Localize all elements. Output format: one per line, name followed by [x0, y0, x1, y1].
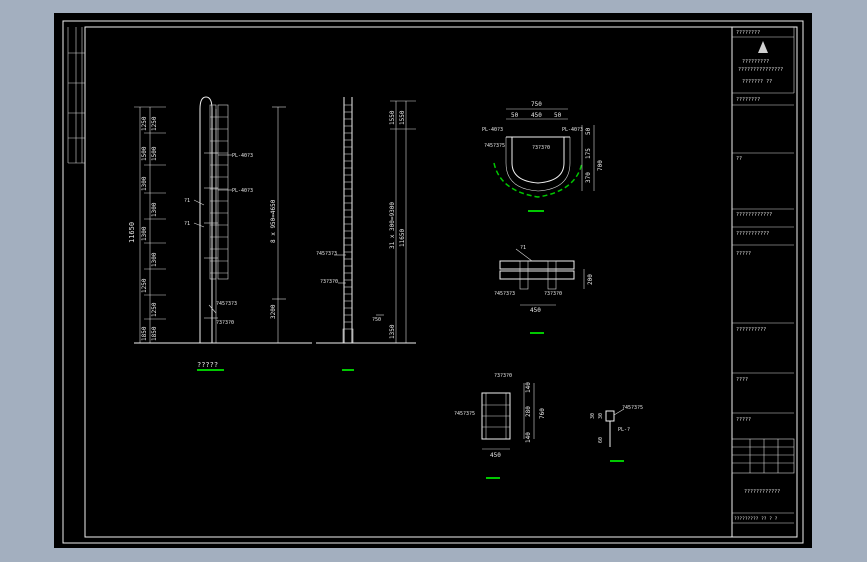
- tb-field-6: ??????????: [736, 327, 766, 333]
- section-anno-3: ?3?3?0: [544, 291, 562, 297]
- drawing-canvas: 11650 1250 1250 1500 1500 1300 1300 1300…: [62, 20, 804, 544]
- mid-dim-4: 1350: [389, 324, 396, 339]
- mid-anno-b: ?3?3?0: [320, 279, 338, 285]
- plan-anno-pl-2: PL-40?3: [562, 127, 583, 133]
- anno-pl-2: PL-40?3: [232, 188, 253, 194]
- tb-header: ????????: [736, 30, 760, 36]
- tb-company-1: ?????????: [742, 59, 769, 65]
- left-view-caption: ?????: [197, 361, 218, 369]
- cage-section: ?1 ?45?3?3 ?3?3?0 450 200: [494, 245, 594, 334]
- rung-dim-760: 760: [539, 408, 546, 419]
- plan-anno-pl-1: PL-40?3: [482, 127, 503, 133]
- tb-field-4: ???????????: [736, 231, 769, 237]
- plan-side-50: 50: [585, 127, 592, 135]
- section-anno-1: ?1: [520, 245, 526, 251]
- tb-field-3: ????????????: [736, 212, 772, 218]
- tb-drawing-no: ????????????: [744, 489, 780, 495]
- tb-grid: [731, 438, 795, 474]
- anno-1b: ?1: [184, 221, 190, 227]
- plan-dim-50a: 50: [511, 112, 519, 119]
- mid-dim-3: 11650: [399, 229, 406, 247]
- plan-anno-rod: ?45?3?5: [484, 143, 505, 149]
- dim-9: 1250: [141, 278, 148, 293]
- dim-10: 1250: [151, 302, 158, 317]
- dim-11: 1850: [141, 326, 148, 341]
- mid-dim-2: 1550: [399, 110, 406, 125]
- dim-5: 1300: [141, 176, 148, 191]
- plan-side-175: 175: [585, 148, 592, 159]
- dim-outer: 11650: [128, 222, 136, 243]
- rung-dim-140a: 140: [525, 382, 532, 393]
- dim-2: 1250: [151, 116, 158, 131]
- rung-detail: ?3?3?0 ?45?3?5 450 140 280 140 760: [454, 373, 546, 479]
- mid-dim-right: 31 x 300=9300: [389, 202, 396, 249]
- dim-12: 1850: [151, 326, 158, 341]
- mid-view: ?45?3?3 ?3?3?0 1550 1550 31 x 300=9300 1…: [316, 97, 416, 371]
- section-dim-200: 200: [587, 274, 594, 285]
- anno-1a: ?1: [184, 198, 190, 204]
- mid-anno-a: ?45?3?3: [316, 251, 337, 257]
- rung-dim-450: 450: [490, 452, 501, 459]
- section-dim-450: 450: [530, 307, 541, 314]
- cad-viewport[interactable]: 11650 1250 1250 1500 1500 1300 1300 1300…: [54, 13, 812, 548]
- cage-plan: 750 50 450 50 PL-40?3 PL-40?3 ?45?3?5 ?3…: [482, 101, 604, 212]
- small-dim-b: 30: [598, 413, 604, 419]
- anno-rung-a: ?45?3?3: [216, 301, 237, 307]
- rung-anno-a: ?3?3?0: [494, 373, 512, 379]
- plan-dim-750: 750: [531, 101, 542, 108]
- small-anno-a: ?45?3?5: [622, 405, 643, 411]
- small-dim-a: 30: [590, 413, 596, 419]
- dim-4: 1500: [151, 146, 158, 161]
- rung-dim-280: 280: [525, 406, 532, 417]
- dim-7: 1300: [141, 226, 148, 241]
- plan-anno-bar: ?3?3?0: [532, 145, 550, 151]
- plan-side-370: 370: [585, 172, 592, 183]
- dim-mid: 8 x 950=4650: [270, 199, 277, 243]
- mid-dim-small: ?50: [372, 317, 381, 323]
- dim-3: 1500: [141, 146, 148, 161]
- title-block: ???????? ????????? ??????????????? ?????…: [731, 27, 795, 537]
- plan-cage-hoops: [493, 162, 583, 198]
- tb-field-2: ??: [736, 156, 742, 162]
- rung-dim-140b: 140: [525, 432, 532, 443]
- tb-company-2: ???????????????: [738, 67, 783, 73]
- tb-field-7: ????: [736, 377, 748, 383]
- tb-field-5: ?????: [736, 251, 751, 257]
- rung-anno-b: ?45?3?5: [454, 411, 475, 417]
- plan-dim-50b: 50: [554, 112, 562, 119]
- dim-1: 1250: [141, 116, 148, 131]
- left-view: 11650 1250 1250 1500 1500 1300 1300 1300…: [128, 96, 312, 371]
- tb-footer: ????????? ?? ? ?: [734, 516, 778, 522]
- dim-6: 1300: [151, 202, 158, 217]
- anno-pl-1: PL-40?3: [232, 153, 253, 159]
- small-anno-b: PL-?: [618, 427, 630, 433]
- mid-dim-1: 1550: [389, 110, 396, 125]
- inner-frame: [84, 26, 798, 538]
- outer-frame: [62, 20, 804, 544]
- small-dim-c: 60: [598, 437, 604, 443]
- plan-dim-450: 450: [531, 112, 542, 119]
- section-anno-2: ?45?3?3: [494, 291, 515, 297]
- small-detail: ?45?3?5 PL-? 30 30 60: [590, 405, 643, 462]
- anno-rung-b: ?3?3?0: [216, 320, 234, 326]
- tb-code: ??????? ??: [742, 79, 772, 85]
- plan-side-700: 700: [597, 160, 604, 171]
- dim-low: 3200: [270, 304, 277, 319]
- tb-field-1: ????????: [736, 97, 760, 103]
- left-margin-strip: [67, 27, 85, 164]
- tb-field-8: ?????: [736, 417, 751, 423]
- company-logo-icon: [758, 41, 768, 53]
- dim-8: 1300: [151, 252, 158, 267]
